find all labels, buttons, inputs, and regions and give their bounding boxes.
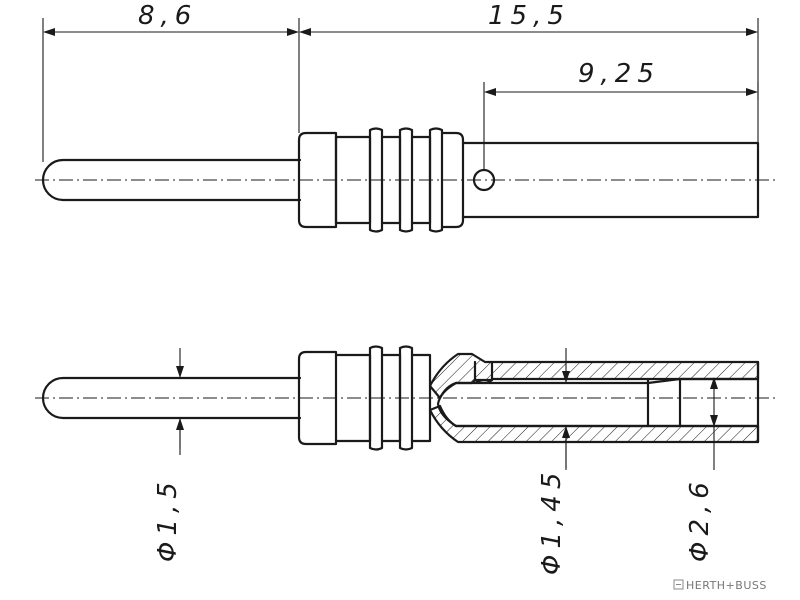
section-dimensions: Φ1,5 Φ1,45 Φ2,6 [153,348,718,575]
section-wall-lower [428,404,760,444]
brand-text: HERTH+BUSS [686,579,767,592]
section-view [35,345,775,451]
dim-label-dia-2-6: Φ2,6 [685,476,715,562]
top-view [35,127,775,233]
dim-label-dia-1-5: Φ1,5 [153,476,183,562]
dim-label-9-25: 9,25 [578,59,660,89]
top-dimensions: 8,6 15,5 9,25 [42,1,759,170]
dim-label-15-5: 15,5 [488,1,570,31]
dim-label-dia-1-45: Φ1,45 [537,467,567,575]
brand-logo: HERTH+BUSS [673,579,767,592]
section-wall-upper [428,352,760,400]
dim-label-8-6: 8,6 [138,1,197,31]
